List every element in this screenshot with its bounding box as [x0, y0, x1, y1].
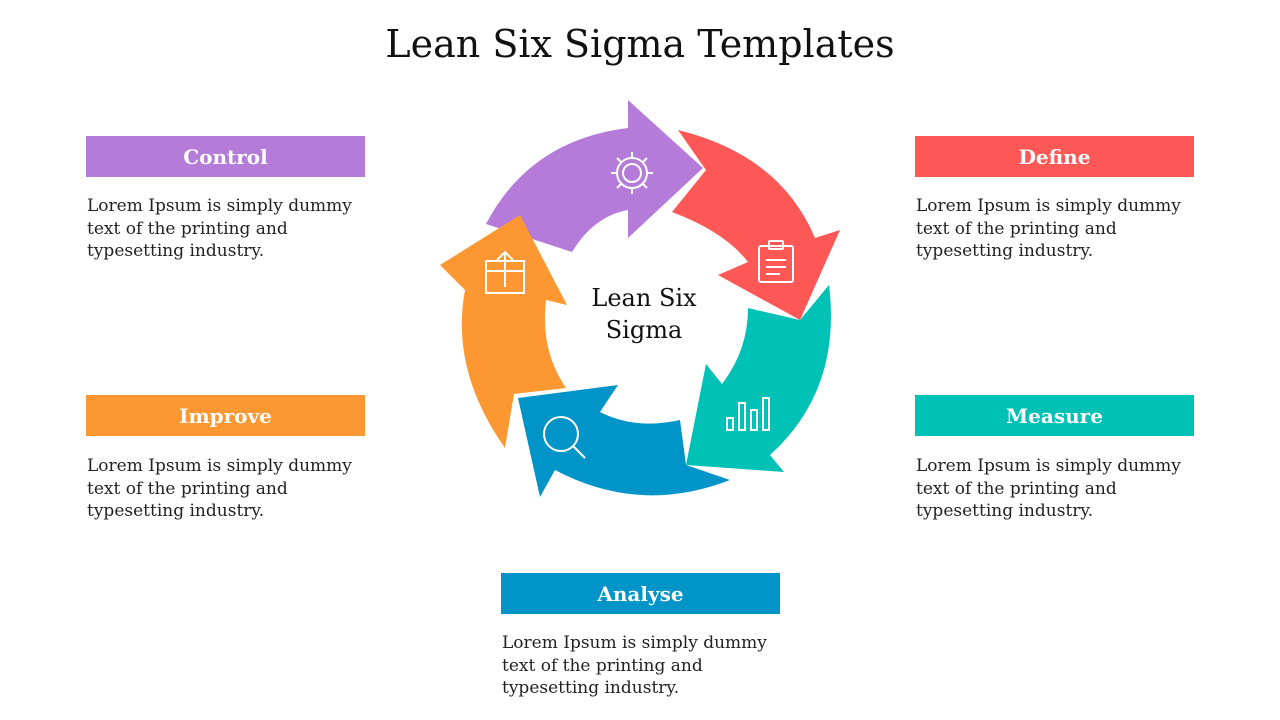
analyse-arrow — [518, 385, 730, 497]
center-label-line2: Sigma — [605, 316, 683, 344]
analyse-label: Analyse — [501, 573, 780, 614]
analyse-description: Lorem Ipsum is simply dummy text of the … — [502, 633, 767, 698]
improve-label: Improve — [86, 395, 365, 436]
center-label: Lean Six Sigma — [570, 282, 718, 346]
page-title: Lean Six Sigma Templates — [385, 22, 895, 66]
bar-chart-icon — [726, 397, 770, 431]
measure-label: Measure — [915, 395, 1194, 436]
define-arrow — [672, 130, 840, 320]
control-arrow — [486, 100, 703, 252]
measure-description: Lorem Ipsum is simply dummy text of the … — [916, 456, 1181, 521]
define-description: Lorem Ipsum is simply dummy text of the … — [916, 196, 1181, 261]
improve-arrow — [440, 215, 567, 448]
measure-arrow — [686, 285, 831, 472]
box-upload-icon — [485, 250, 525, 294]
gear-icon — [611, 152, 653, 194]
improve-description: Lorem Ipsum is simply dummy text of the … — [87, 456, 352, 521]
clipboard-icon — [758, 240, 794, 283]
magnifier-icon — [543, 416, 586, 459]
define-label: Define — [915, 136, 1194, 177]
control-description: Lorem Ipsum is simply dummy text of the … — [87, 196, 352, 261]
control-label: Control — [86, 136, 365, 177]
center-label-line1: Lean Six — [591, 284, 697, 312]
